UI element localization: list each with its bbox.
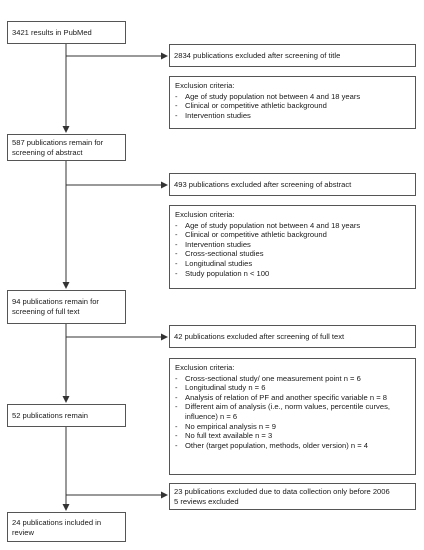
- after-abstract-screening-box: 94 publications remain for screening of …: [7, 290, 126, 324]
- criteria-list: -Age of study population not between 4 a…: [175, 92, 410, 121]
- criteria-text: Intervention studies: [185, 110, 251, 120]
- criteria-text: Study population n < 100: [185, 268, 270, 278]
- criteria-text: Longitudinal study n = 6: [185, 383, 266, 393]
- criteria-item: -Analysis of relation of PF and another …: [175, 393, 410, 403]
- criteria-text: No full text available n = 3: [185, 431, 273, 441]
- dash-marker: -: [175, 249, 178, 259]
- criteria-item: -Different aim of analysis (i.e., norm v…: [175, 402, 410, 421]
- criteria-item: -Age of study population not between 4 a…: [175, 221, 410, 231]
- box-text: review: [12, 527, 34, 537]
- criteria-text: Different aim of analysis (i.e., norm va…: [185, 402, 390, 421]
- criteria-text: Other (target population, methods, older…: [185, 440, 368, 450]
- results-pubmed-box: 3421 results in PubMed: [7, 21, 126, 44]
- dash-marker: -: [175, 421, 178, 431]
- criteria-item: -Longitudinal studies: [175, 259, 410, 269]
- excluded-datacollection-box: 23 publications excluded due to data col…: [169, 483, 416, 510]
- box-text: 493 publications excluded after screenin…: [174, 180, 352, 189]
- criteria-text: Intervention studies: [185, 239, 251, 249]
- box-text: 94 publications remain for: [12, 297, 99, 306]
- criteria-text: Clinical or competitive athletic backgro…: [185, 101, 327, 111]
- criteria-item: -Longitudinal study n = 6: [175, 383, 410, 393]
- criteria-text: Cross-sectional study/ one measurement p…: [185, 373, 361, 383]
- criteria-heading: Exclusion criteria:: [175, 210, 235, 219]
- dash-marker: -: [175, 392, 178, 402]
- after-title-screening-box: 587 publications remain for screening of…: [7, 134, 126, 161]
- box-text: 5 reviews excluded: [174, 496, 239, 506]
- dash-marker: -: [175, 101, 178, 111]
- criteria-text: Clinical or competitive athletic backgro…: [185, 230, 327, 240]
- included-in-review-box: 24 publications included in review: [7, 512, 126, 542]
- dash-marker: -: [175, 91, 178, 101]
- box-text: 3421 results in PubMed: [12, 28, 92, 37]
- dash-marker: -: [175, 402, 178, 412]
- criteria-item: -No empirical analysis n = 9: [175, 422, 410, 432]
- box-text: 587 publications remain for: [12, 138, 104, 147]
- dash-marker: -: [175, 230, 178, 240]
- criteria-item: -Intervention studies: [175, 240, 410, 250]
- dash-marker: -: [175, 431, 178, 441]
- criteria-item: -Other (target population, methods, olde…: [175, 441, 410, 451]
- criteria-heading: Exclusion criteria:: [175, 81, 235, 90]
- dash-marker: -: [175, 110, 178, 120]
- dash-marker: -: [175, 373, 178, 383]
- box-text: 2834 publications excluded after screeni…: [174, 51, 341, 60]
- box-text: screening of full text: [12, 306, 80, 316]
- dash-marker: -: [175, 239, 178, 249]
- criteria-text: Age of study population not between 4 an…: [185, 220, 361, 230]
- box-text: 42 publications excluded after screening…: [174, 332, 345, 341]
- criteria-item: -Study population n < 100: [175, 269, 410, 279]
- exclusion-criteria-box-2: Exclusion criteria: -Age of study popula…: [169, 205, 416, 289]
- dash-marker: -: [175, 220, 178, 230]
- criteria-item: -No full text available n = 3: [175, 431, 410, 441]
- criteria-text: No empirical analysis n = 9: [185, 421, 276, 431]
- box-text: screening of abstract: [12, 147, 83, 157]
- criteria-text: Longitudinal studies: [185, 258, 253, 268]
- criteria-list: -Cross-sectional study/ one measurement …: [175, 374, 410, 451]
- criteria-text: Age of study population not between 4 an…: [185, 91, 361, 101]
- criteria-item: -Cross-sectional study/ one measurement …: [175, 374, 410, 384]
- exclusion-criteria-box-1: Exclusion criteria: -Age of study popula…: [169, 76, 416, 129]
- after-fulltext-screening-box: 52 publications remain: [7, 404, 126, 427]
- dash-marker: -: [175, 268, 178, 278]
- excluded-fulltext-box: 42 publications excluded after screening…: [169, 325, 416, 348]
- criteria-item: -Clinical or competitive athletic backgr…: [175, 230, 410, 240]
- excluded-abstract-box: 493 publications excluded after screenin…: [169, 173, 416, 196]
- excluded-title-box: 2834 publications excluded after screeni…: [169, 44, 416, 67]
- box-text: 52 publications remain: [12, 411, 88, 420]
- criteria-list: -Age of study population not between 4 a…: [175, 221, 410, 279]
- criteria-item: -Age of study population not between 4 a…: [175, 92, 410, 102]
- box-text: 23 publications excluded due to data col…: [174, 487, 390, 496]
- exclusion-criteria-box-3: Exclusion criteria: -Cross-sectional stu…: [169, 358, 416, 475]
- dash-marker: -: [175, 383, 178, 393]
- criteria-text: Cross-sectional studies: [185, 249, 264, 259]
- criteria-item: -Clinical or competitive athletic backgr…: [175, 101, 410, 111]
- dash-marker: -: [175, 258, 178, 268]
- criteria-text: Analysis of relation of PF and another s…: [185, 392, 387, 402]
- criteria-item: -Cross-sectional studies: [175, 249, 410, 259]
- criteria-heading: Exclusion criteria:: [175, 363, 235, 372]
- criteria-item: -Intervention studies: [175, 111, 410, 121]
- box-text: 24 publications included in: [12, 518, 102, 527]
- dash-marker: -: [175, 440, 178, 450]
